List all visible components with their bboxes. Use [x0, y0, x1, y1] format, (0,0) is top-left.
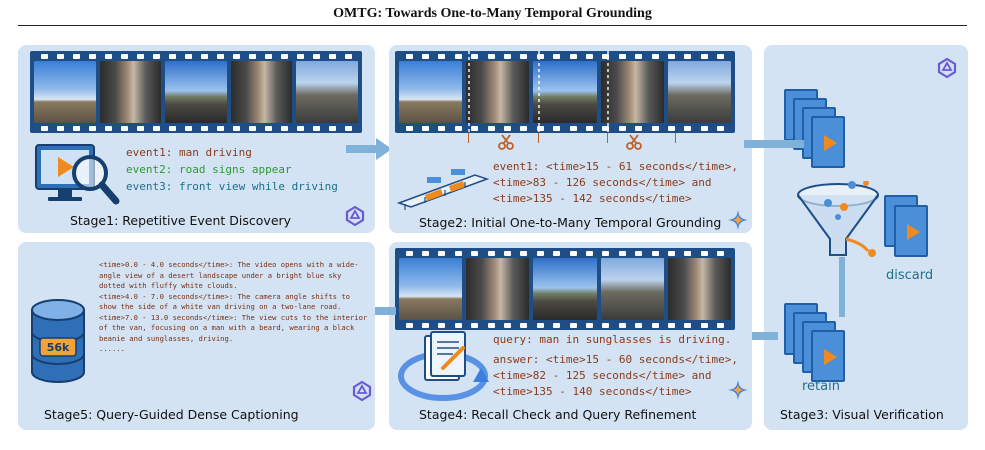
timeline-ruler-icon [395, 157, 491, 215]
model-logo-icon [936, 57, 958, 79]
document-refresh-icon [397, 326, 489, 408]
video-frame [533, 61, 596, 123]
stage2-panel: event1: <time>15 - 61 seconds</time>, <t… [389, 45, 752, 233]
figure-title: OMTG: Towards One-to-Many Temporal Groun… [0, 6, 985, 22]
answer-line: answer: <time>15 - 60 seconds</time>, [493, 352, 738, 367]
stage-label: Stage2: Initial One-to-Many Temporal Gro… [419, 215, 721, 230]
discard-video-stack [884, 195, 944, 275]
stage-label: Stage4: Recall Check and Query Refinemen… [419, 407, 696, 422]
header-rule [18, 25, 967, 26]
model-logo-icon [351, 380, 373, 402]
flow-arrow [346, 138, 392, 160]
grounding-line: <time>83 - 126 seconds</time> and [493, 175, 712, 190]
cut-marker [468, 133, 469, 143]
retain-label: retain [802, 379, 840, 394]
cut-marker [538, 133, 539, 143]
stage-label: Stage1: Repetitive Event Discovery [70, 213, 291, 228]
funnel-icon [794, 181, 886, 261]
event-item: event2: road signs appear [126, 162, 292, 177]
answer-line: <time>135 - 140 seconds</time> [493, 384, 692, 399]
video-frame [466, 61, 529, 123]
stage4-panel: query: man in sunglasses is driving. ans… [389, 242, 752, 430]
video-frame [601, 61, 664, 123]
video-frame [231, 61, 293, 123]
cut-marker [607, 133, 608, 143]
video-frame [165, 61, 227, 123]
event-item: event3: front view while driving [126, 179, 338, 194]
cut-marker [675, 133, 676, 143]
flow-connector [744, 140, 804, 148]
stage1-panel: event1: man driving event2: road signs a… [18, 45, 375, 233]
event-item: event1: man driving [126, 145, 252, 160]
query-line: query: man in sunglasses is driving. [493, 332, 731, 347]
video-frame [34, 61, 96, 123]
stage5-panel: 56k <time>0.0 - 4.0 seconds</time>: The … [18, 242, 375, 430]
video-frame [668, 61, 731, 123]
grounding-line: event1: <time>15 - 61 seconds</time>, [493, 159, 738, 174]
film-strip [395, 51, 735, 133]
video-frame [296, 61, 358, 123]
sparkle-logo-icon [728, 210, 748, 230]
dataset-size-badge: 56k [41, 341, 75, 354]
stage-label: Stage5: Query-Guided Dense Captioning [44, 407, 299, 422]
caption-item: <time>4.0 - 7.0 seconds</time>: The came… [99, 292, 369, 313]
caption-list: <time>0.0 - 4.0 seconds</time>: The vide… [99, 260, 369, 355]
model-logo-icon [344, 205, 366, 227]
grounding-line: <time>135 - 142 seconds</time> [493, 191, 692, 206]
scissors-icon [625, 133, 643, 151]
video-frame [100, 61, 162, 123]
figure-header: OMTG: Towards One-to-Many Temporal Groun… [0, 0, 985, 30]
film-strip [395, 248, 735, 330]
sparkle-logo-icon [728, 380, 748, 400]
scissors-icon [497, 133, 515, 151]
video-frame [533, 258, 596, 320]
caption-item: ...... [99, 344, 369, 355]
stage-label: Stage3: Visual Verification [780, 407, 944, 422]
video-frame [668, 258, 731, 320]
film-strip [30, 51, 362, 133]
video-frame [466, 258, 529, 320]
answer-line: <time>82 - 125 seconds</time> and [493, 368, 712, 383]
caption-item: <time>0.0 - 4.0 seconds</time>: The vide… [99, 260, 369, 292]
video-frame [601, 258, 664, 320]
monitor-magnifier-icon [32, 137, 122, 209]
discard-label: discard [886, 268, 933, 283]
video-frame [399, 258, 462, 320]
video-stack-icon [784, 89, 854, 179]
stage3-panel: discard retain Stage3: Visual Verificati… [764, 45, 968, 430]
video-frame [399, 61, 462, 123]
caption-item: <time>7.0 - 13.0 seconds</time>: The vie… [99, 313, 369, 345]
